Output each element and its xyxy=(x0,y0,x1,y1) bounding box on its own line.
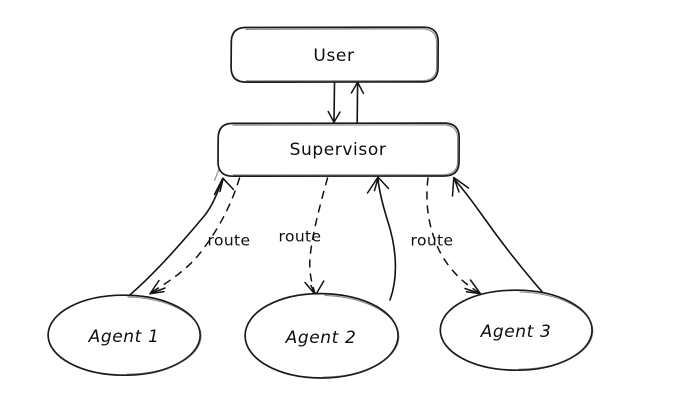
edge-supervisor-to-agent3-line xyxy=(426,177,479,293)
supervisor-box-corner-overshoot xyxy=(213,167,221,182)
edge-agent1-to-supervisor[interactable] xyxy=(127,177,235,298)
node-supervisor[interactable]: Supervisor xyxy=(213,122,461,182)
supervisor-label: Supervisor xyxy=(290,140,387,160)
user-label: User xyxy=(313,46,354,66)
node-agent3[interactable]: Agent 3 xyxy=(439,289,594,372)
edge-agent1-to-supervisor-arrowhead-inner xyxy=(219,177,224,193)
agent2-ellipse-sketch-overlay xyxy=(322,294,400,378)
edge-user-to-supervisor-arrowhead xyxy=(327,110,341,124)
agent3-ellipse-sketch-overlay xyxy=(518,291,594,370)
edge-supervisor-to-agent1-line xyxy=(151,177,241,293)
supervisor-box-sketch-overlay xyxy=(232,124,459,176)
user-box-outline xyxy=(230,26,440,83)
node-user[interactable]: User xyxy=(230,26,440,83)
edge-agent3-to-supervisor-arrowhead xyxy=(451,176,470,197)
edge-user-to-supervisor[interactable] xyxy=(327,81,341,124)
edge-agent2-to-supervisor[interactable] xyxy=(366,176,397,301)
agent1-ellipse-sketch-overlay xyxy=(126,296,202,375)
edge-supervisor-to-user-arrowhead xyxy=(350,81,365,95)
edge-agent2-to-supervisor-arrowhead-inner xyxy=(373,176,379,192)
edge-supervisor-to-agent1-arrowhead-inner xyxy=(149,290,165,295)
edge-agent2-to-supervisor-line xyxy=(377,178,397,301)
agent2-label: Agent 2 xyxy=(285,328,357,348)
edge-agent1-to-supervisor-line xyxy=(127,179,223,298)
edge-supervisor-to-user[interactable] xyxy=(350,81,365,123)
node-agent1[interactable]: Agent 1 xyxy=(47,294,202,377)
agent3-label: Agent 3 xyxy=(480,322,552,342)
edge-label-route-2: route xyxy=(279,228,322,246)
edge-label-route-1: route xyxy=(208,232,251,250)
edge-user-to-supervisor-line xyxy=(333,81,336,123)
user-box-sketch-overlay xyxy=(245,28,438,82)
supervisor-box-outline xyxy=(217,122,461,178)
edge-supervisor-to-agent3-arrowhead-inner xyxy=(465,291,481,295)
node-agent2[interactable]: Agent 2 xyxy=(244,292,400,379)
edge-agent3-to-supervisor-arrowhead-inner xyxy=(453,177,460,193)
edge-label-route-3: route xyxy=(411,232,454,250)
agent1-label: Agent 1 xyxy=(88,327,160,347)
edge-supervisor-to-agent1[interactable] xyxy=(149,177,241,295)
